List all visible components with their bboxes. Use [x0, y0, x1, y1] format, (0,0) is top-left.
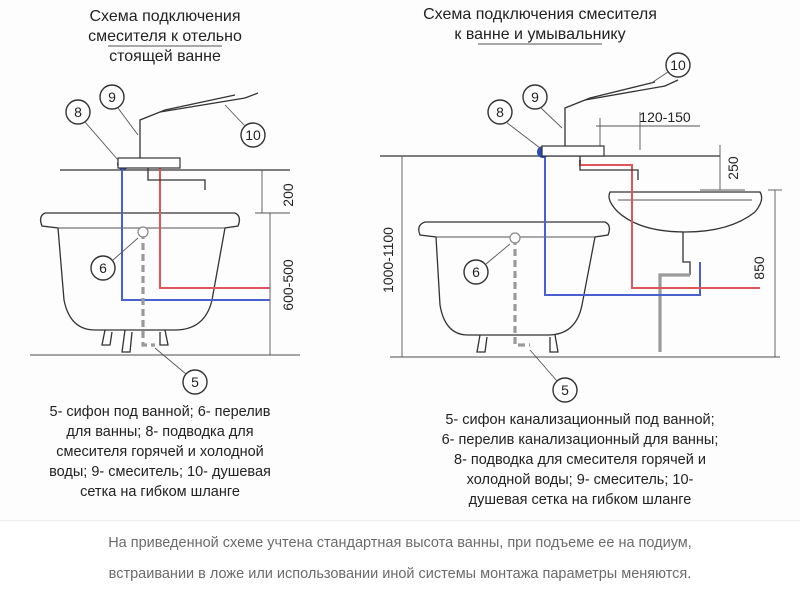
left-overflow-drain [141, 232, 155, 347]
left-caption-line2: для ванны; 8- подводка для [66, 424, 253, 440]
svg-text:10: 10 [670, 57, 686, 73]
svg-text:9: 9 [108, 89, 116, 105]
left-callout-5 [182, 369, 208, 395]
right-washbasin [608, 191, 763, 233]
footer-note: На приведенной схеме учтена стандартная … [0, 520, 800, 590]
right-cold-pipe [544, 152, 701, 296]
right-dim-120-150: 120-150 [639, 109, 691, 125]
left-cold-pipe [121, 162, 270, 301]
left-callout-8 [65, 99, 91, 125]
left-caption-line4: воды; 9- смеситель; 10- душевая [49, 464, 271, 480]
right-callout-6 [463, 259, 489, 285]
right-caption-line5: душевая сетка на гибком шланге [469, 492, 692, 508]
right-callout-5 [552, 377, 578, 403]
left-diagram: Схема подключения смесителя к отельно ст… [30, 8, 300, 500]
right-title-line2: к ванне и умывальнику [454, 26, 625, 43]
left-title-line2: смесителя к отельно [88, 28, 242, 45]
svg-text:5: 5 [191, 374, 199, 390]
right-spout [579, 156, 639, 180]
svg-text:6: 6 [472, 264, 480, 280]
right-bathtub [418, 221, 611, 336]
left-bath-foot [101, 329, 113, 346]
right-caption-line1: 5- сифон канализационный под ванной; [445, 412, 714, 428]
left-mixer-body [117, 157, 181, 169]
right-basin-drain [658, 273, 690, 352]
left-title-line1: Схема подключения [90, 8, 241, 25]
right-callout-10 [665, 52, 691, 78]
left-callout-9 [99, 84, 125, 110]
left-dim-600-500: 600-500 [280, 259, 296, 311]
right-basin-siphon [682, 232, 691, 275]
footer-line1: На приведенной схеме учтена стандартная … [108, 535, 692, 551]
connection-diagram: Схема подключения смесителя к отельно ст… [30, 6, 782, 508]
left-spout [147, 168, 206, 190]
right-diagram: Схема подключения смесителя к ванне и ум… [380, 6, 782, 508]
svg-text:5: 5 [561, 382, 569, 398]
right-shower-hose [564, 81, 656, 146]
right-callout-8 [487, 99, 513, 125]
right-caption-line4: холодной воды; 9- смеситель; 10- [467, 472, 694, 488]
left-callout-6 [90, 255, 116, 281]
left-callout-10 [240, 122, 266, 148]
svg-text:6: 6 [99, 260, 107, 276]
left-caption-line3: смесителя горячей и холодной [56, 444, 264, 460]
right-dim-1000-1100: 1000-1100 [380, 227, 396, 293]
right-caption-line2: 6- перелив канализационный для ванны; [442, 432, 719, 448]
left-shower-hose [139, 94, 236, 158]
left-caption-line5: сетка на гибком шланге [80, 484, 240, 500]
footer-line2: встраивании в ложе или использовании ино… [108, 566, 692, 582]
left-caption-line1: 5- сифон под ванной; 6- перелив [50, 404, 271, 420]
right-dim-850: 850 [751, 256, 767, 280]
right-mixer-body [541, 145, 605, 157]
right-title-line1: Схема подключения смесителя [423, 6, 657, 23]
left-title-line3: стоящей ванне [109, 48, 221, 65]
left-dim-200: 200 [280, 183, 296, 207]
right-bath-foot [549, 334, 559, 353]
left-bath-foot [159, 329, 169, 346]
diagram-svg: Схема подключения смесителя к отельно ст… [30, 6, 782, 508]
right-callout-9 [522, 84, 548, 110]
svg-text:8: 8 [74, 104, 82, 120]
right-overflow-drain [513, 238, 530, 347]
right-caption-line3: 8- подводка для смесителя горячей и [454, 452, 706, 468]
svg-text:8: 8 [496, 104, 504, 120]
svg-text:10: 10 [245, 127, 261, 143]
svg-text:9: 9 [531, 89, 539, 105]
right-bath-foot [476, 334, 488, 353]
right-dim-250: 250 [725, 156, 741, 180]
left-bathtub [39, 212, 241, 331]
left-hot-pipe [159, 162, 270, 289]
